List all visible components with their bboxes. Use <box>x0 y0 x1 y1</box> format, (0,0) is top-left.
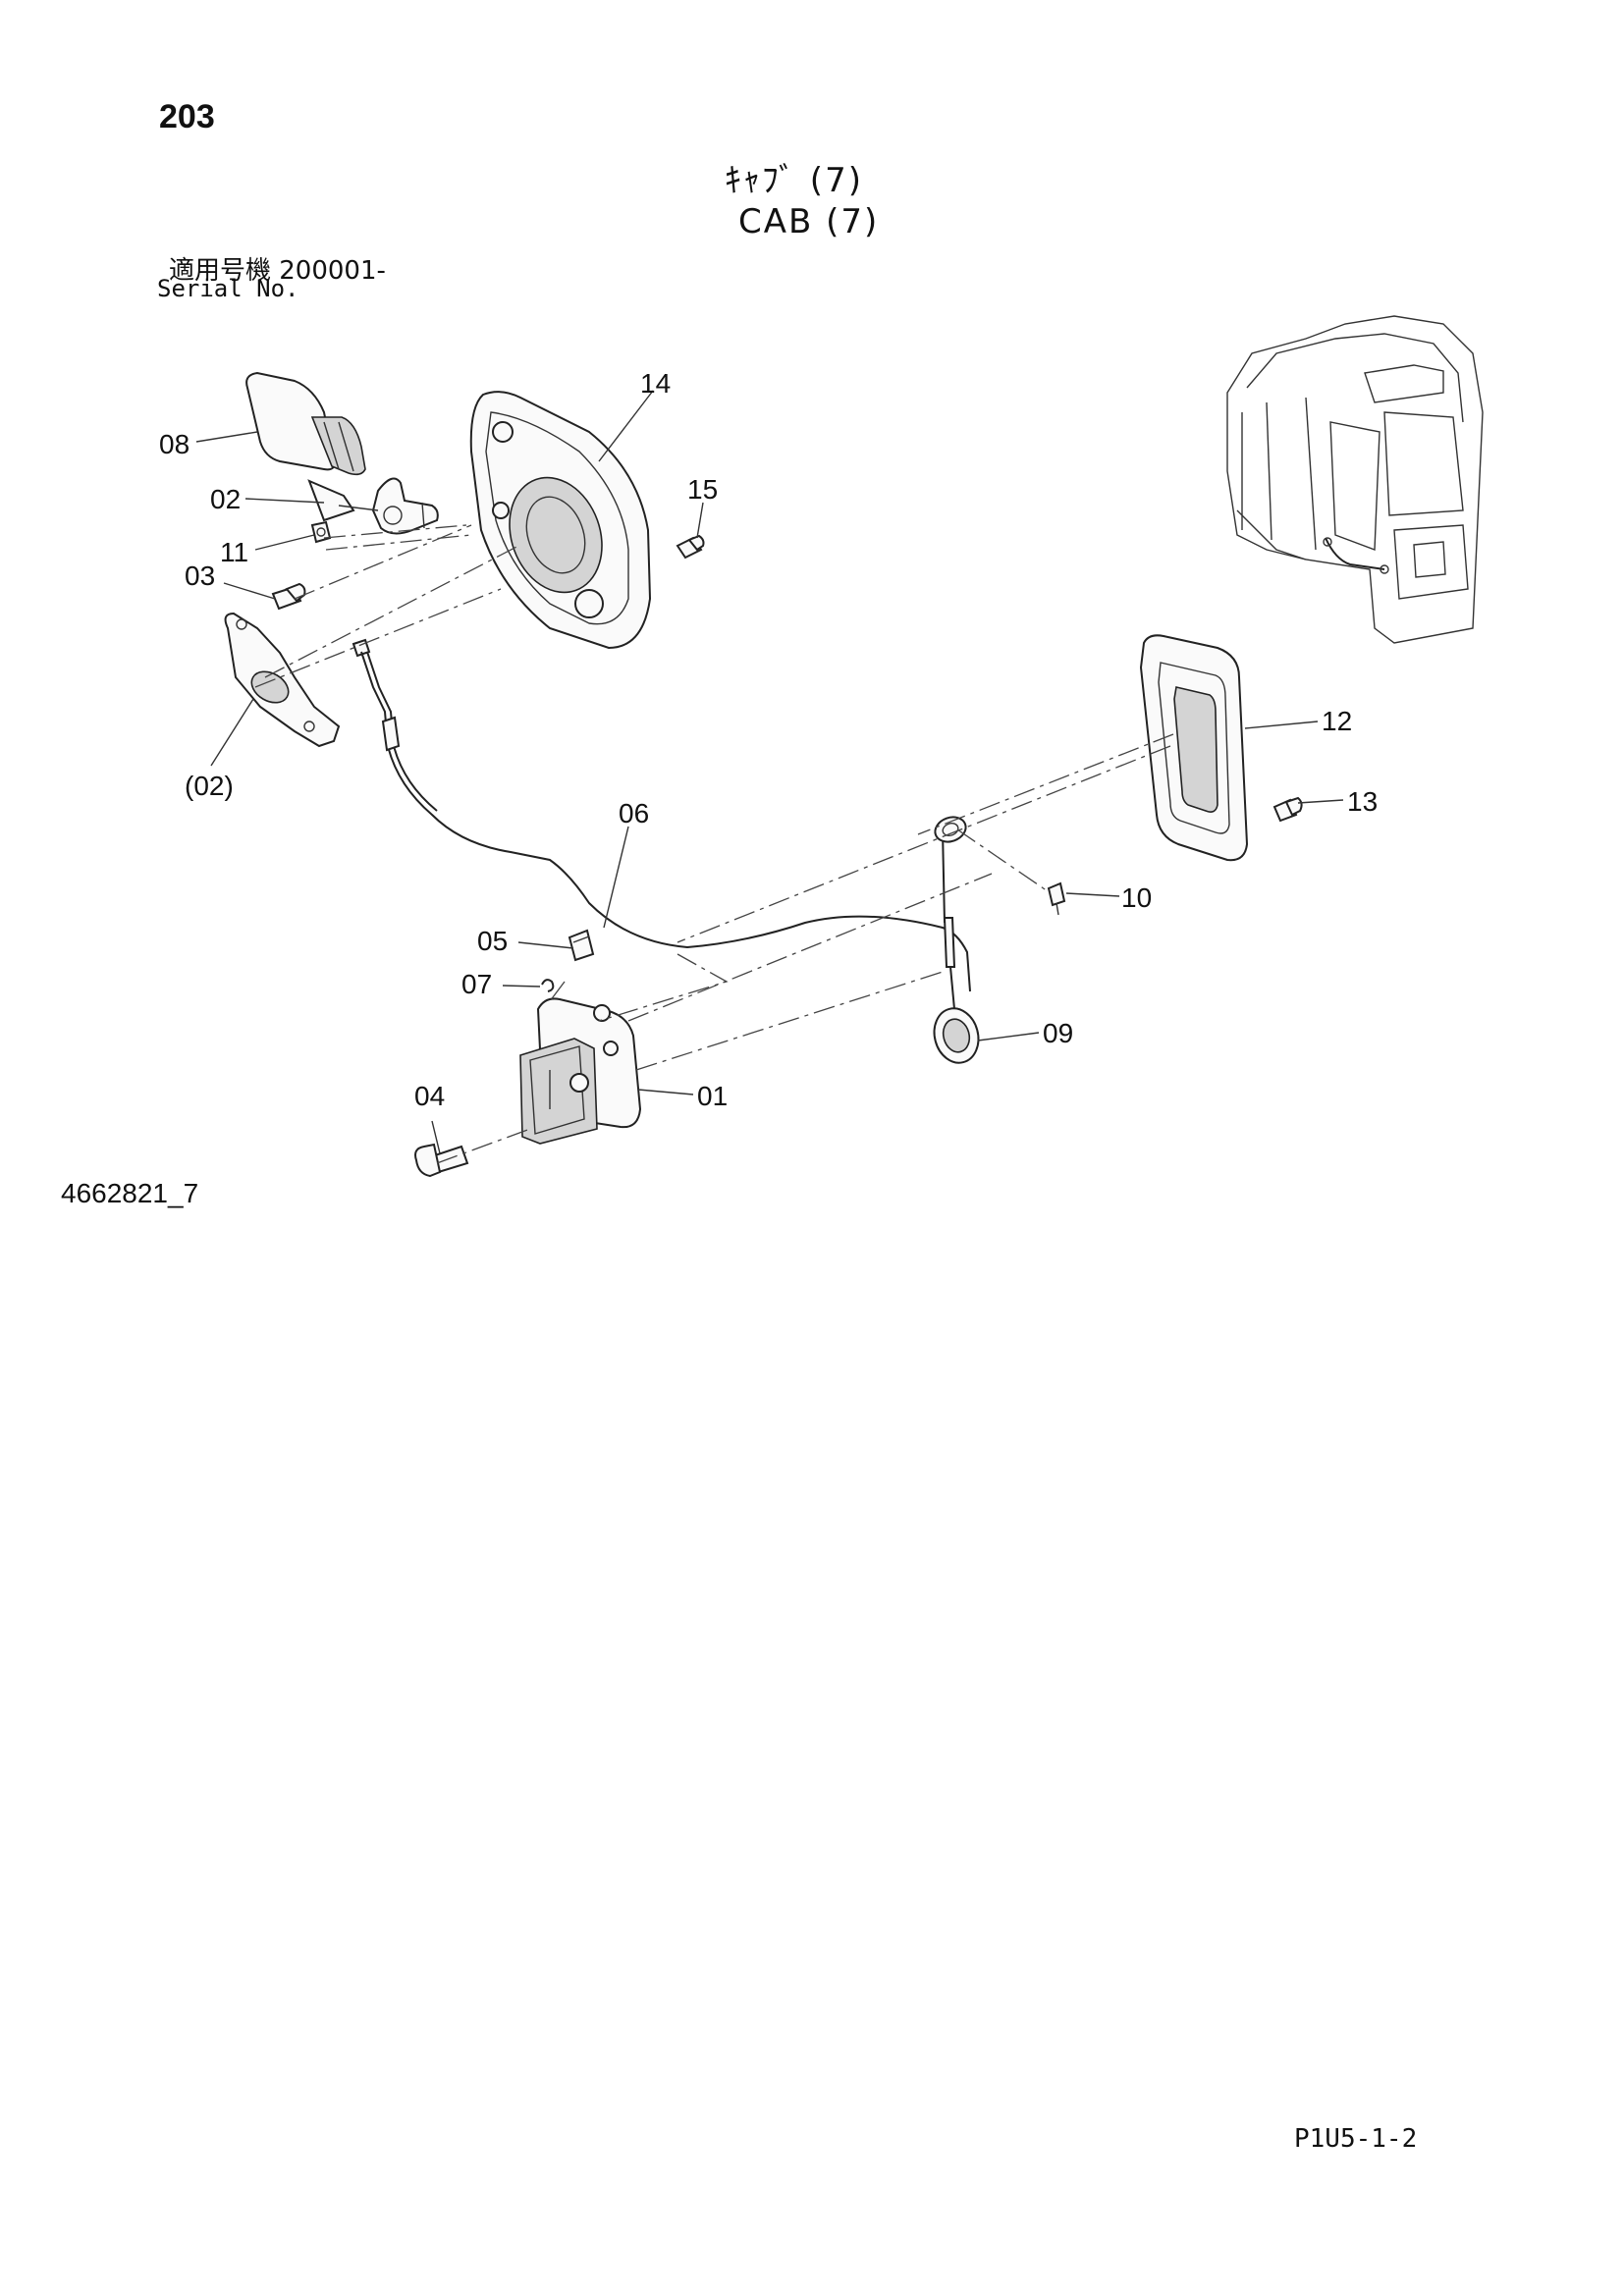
assembly-centerlines <box>254 524 1174 1164</box>
part-10-pin <box>1047 881 1066 916</box>
serial-label-english: Serial No. <box>157 275 299 302</box>
part-01-latch <box>519 997 642 1145</box>
callout-07: 07 <box>461 969 492 999</box>
part-08-handle-cover <box>245 371 366 476</box>
callout-14: 14 <box>640 368 671 399</box>
title-english: CAB (7) <box>738 202 880 241</box>
callout-05: 05 <box>477 926 508 956</box>
page-number: 203 <box>159 98 215 135</box>
callout-04: 04 <box>414 1081 445 1111</box>
part-07-spring-pin <box>541 979 555 992</box>
callout-labels: 08 02 11 03 (02) 14 15 12 13 06 10 05 07… <box>159 368 1378 1111</box>
part-14-escutcheon <box>469 391 652 650</box>
part-02-base-plate <box>224 612 341 748</box>
callout-10: 10 <box>1121 882 1152 913</box>
drawing-number: 4662821_7 <box>61 1178 199 1208</box>
callout-02-base: (02) <box>185 771 234 801</box>
part-06-cable <box>352 638 971 992</box>
callout-09: 09 <box>1043 1018 1073 1048</box>
callout-15: 15 <box>687 474 718 505</box>
leader-lines <box>195 390 1344 1154</box>
callout-03: 03 <box>185 561 215 591</box>
part-04-bolt <box>414 1143 469 1178</box>
part-05-clip <box>568 929 595 962</box>
callout-13: 13 <box>1347 786 1378 817</box>
title-japanese: ｷｬﾌﾞ (7) <box>725 161 863 200</box>
serial-label-japanese: 適用号機 200001- <box>169 256 386 286</box>
callout-02: 02 <box>210 484 241 514</box>
callout-06: 06 <box>619 798 649 828</box>
callout-12: 12 <box>1322 706 1352 736</box>
cable-ring-eyelet <box>934 816 967 843</box>
cab-locator-thumbnail <box>1226 315 1484 644</box>
part-02-lever-bracket <box>307 477 439 535</box>
part-12-recessed-plate <box>1139 634 1249 862</box>
part-13-screw <box>1272 796 1303 823</box>
part-15-screw <box>676 534 705 560</box>
callout-08: 08 <box>159 429 189 459</box>
callout-01: 01 <box>697 1081 728 1111</box>
part-11-clip <box>310 520 332 544</box>
page-code: P1U5-1-2 <box>1294 2124 1418 2154</box>
part-09-grommet <box>933 828 980 1064</box>
callout-11: 11 <box>220 537 248 567</box>
